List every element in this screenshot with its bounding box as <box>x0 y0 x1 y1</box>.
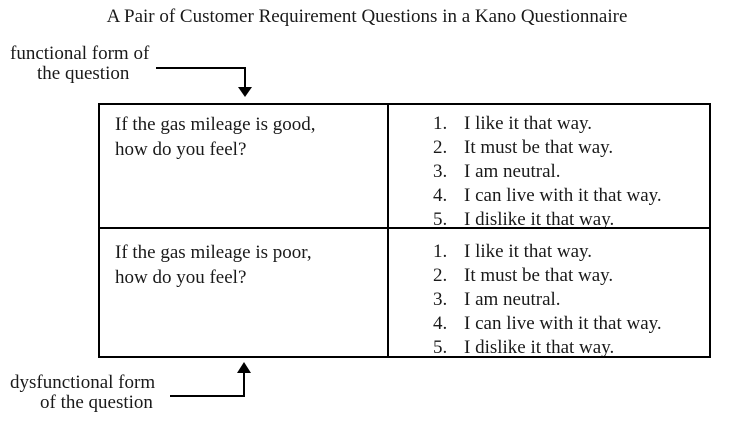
dysfunctional-form-label-line2: of the question <box>40 392 153 413</box>
answer-option: 2. It must be that way. <box>433 264 707 288</box>
option-number: 5. <box>433 337 448 356</box>
dysfunctional-options-cell: 1. I like it that way. 2. It must be that … <box>389 229 709 356</box>
functional-options-cell: 1. I like it that way. 2. It must be that … <box>389 105 709 229</box>
option-text: I can live with it that way. <box>464 313 662 334</box>
dysfunctional-arrow <box>170 362 251 397</box>
question-line: If the gas mileage is poor, <box>115 242 312 263</box>
answer-option: 2. It must be that way. <box>433 136 707 160</box>
question-line: how do you feel? <box>115 139 247 160</box>
answer-option: 4. I can live with it that way. <box>433 184 707 208</box>
answer-option: 1. I like it that way. <box>433 240 707 264</box>
functional-question-cell: If the gas mileage is good, how do you f… <box>100 105 389 229</box>
option-number: 2. <box>433 137 448 158</box>
dysfunctional-form-label: dysfunctional form of the question <box>10 373 155 413</box>
answer-option: 1. I like it that way. <box>433 112 707 136</box>
answer-option: 5. I dislike it that way. <box>433 208 707 229</box>
dysfunctional-form-label-line1: dysfunctional form <box>10 372 156 393</box>
option-text: I dislike it that way. <box>464 209 615 229</box>
kano-question-table: If the gas mileage is good, how do you f… <box>98 103 711 358</box>
option-text: It must be that way. <box>464 265 614 286</box>
option-text: I can live with it that way. <box>464 185 662 206</box>
dysfunctional-question-cell: If the gas mileage is poor, how do you f… <box>100 229 389 356</box>
option-number: 1. <box>433 241 448 262</box>
answer-option: 4. I can live with it that way. <box>433 312 707 336</box>
option-text: I dislike it that way. <box>464 337 615 356</box>
option-text: I am neutral. <box>464 161 561 182</box>
question-line: how do you feel? <box>115 267 247 288</box>
option-number: 3. <box>433 289 448 310</box>
option-number: 1. <box>433 113 448 134</box>
functional-form-label-line1: functional form of <box>10 43 150 64</box>
option-number: 5. <box>433 209 448 229</box>
answer-option: 5. I dislike it that way. <box>433 336 707 356</box>
option-text: It must be that way. <box>464 137 614 158</box>
option-text: I like it that way. <box>464 113 593 134</box>
answer-option: 3. I am neutral. <box>433 160 707 184</box>
option-number: 4. <box>433 185 448 206</box>
option-number: 3. <box>433 161 448 182</box>
option-number: 2. <box>433 265 448 286</box>
functional-form-label: functional form of the question <box>10 44 149 84</box>
functional-form-label-line2: the question <box>37 63 130 84</box>
functional-arrow <box>156 67 252 97</box>
question-line: If the gas mileage is good, <box>115 114 316 135</box>
option-text: I am neutral. <box>464 289 561 310</box>
option-number: 4. <box>433 313 448 334</box>
figure-title: A Pair of Customer Requirement Questions… <box>106 6 628 27</box>
answer-option: 3. I am neutral. <box>433 288 707 312</box>
option-text: I like it that way. <box>464 241 593 262</box>
